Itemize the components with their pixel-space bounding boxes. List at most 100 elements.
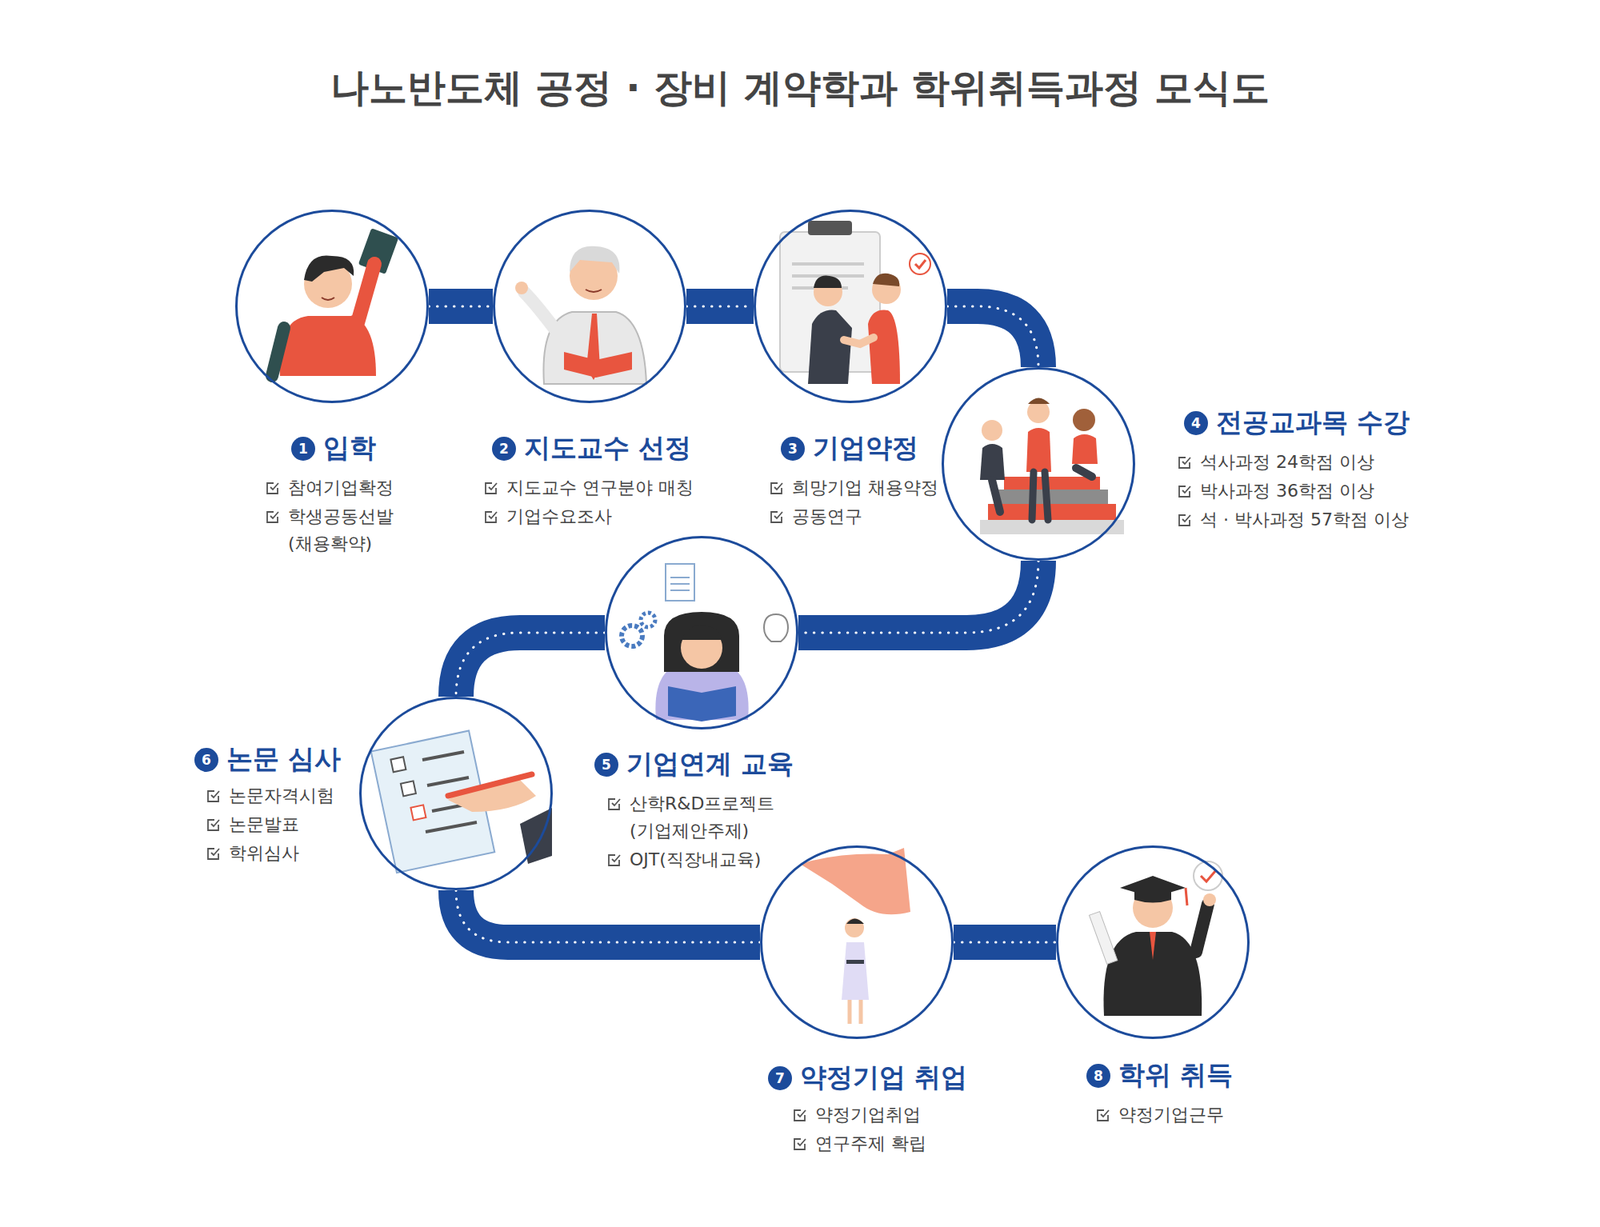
checkbox-icon — [1177, 455, 1192, 470]
check-item: 약정기업근무 — [1096, 1101, 1304, 1129]
step-title: 입학 — [323, 430, 376, 467]
step-items: 산학R&D프로젝트 (기업제안주제)OJT(직장내교육) — [607, 790, 780, 876]
check-item: 산학R&D프로젝트 (기업제안주제) — [607, 790, 780, 845]
step-title: 기업약정 — [812, 430, 919, 467]
check-item: 기업수요조사 — [484, 503, 748, 531]
step-items: 지도교수 연구분야 매칭기업수요조사 — [484, 474, 748, 532]
road-band — [947, 306, 1039, 368]
step-number: 8 — [1086, 1064, 1111, 1088]
exam-illustration — [371, 731, 552, 874]
road-band — [798, 560, 1039, 633]
check-item: 논문발표 — [206, 811, 399, 839]
step-title: 전공교과목 수강 — [1216, 404, 1411, 441]
step-number: 5 — [594, 752, 619, 777]
item-text: 학생공동선발 (채용확약) — [288, 503, 406, 558]
step-items: 약정기업취업연구주제 확립 — [792, 1101, 1001, 1160]
step-circle: 6논문 심사논문자격시험논문발표학위심사 — [359, 696, 553, 891]
check-item: 공동연구 — [769, 503, 1010, 531]
step-circle: 2지도교수 선정지도교수 연구분야 매칭기업수요조사 — [492, 209, 687, 404]
step-circle: 3기업약정희망기업 채용약정공동연구 — [753, 209, 948, 404]
step-number: 1 — [291, 436, 316, 461]
check-item: 박사과정 36학점 이상 — [1177, 477, 1450, 505]
step-circle: 7약정기업 취업약정기업취업연구주제 확립 — [760, 845, 954, 1040]
step-heading: 5 기업연계 교육 — [594, 746, 795, 783]
step-heading: 7 약정기업 취업 — [768, 1060, 968, 1096]
check-item: 지도교수 연구분야 매칭 — [484, 474, 748, 502]
item-text: 약정기업취업 — [815, 1101, 921, 1129]
road-connector — [428, 306, 493, 308]
step-number: 3 — [780, 436, 805, 461]
road-band — [456, 890, 760, 943]
road-dots — [798, 560, 1039, 633]
checkbox-icon — [206, 788, 221, 804]
step-heading: 1 입학 — [291, 430, 376, 467]
checkbox-icon — [1096, 1108, 1111, 1123]
step-number: 7 — [768, 1066, 792, 1091]
check-item: OJT(직장내교육) — [607, 846, 780, 874]
road-band — [428, 288, 493, 324]
step-items: 참여기업확정학생공동선발 (채용확약) — [265, 474, 406, 560]
step-circle: 4전공교과목 수강석사과정 24학점 이상박사과정 36학점 이상석 · 박사과… — [941, 367, 1136, 561]
study-illustration — [980, 398, 1124, 536]
checkbox-icon — [607, 852, 622, 868]
student-illustration — [272, 228, 399, 376]
checkbox-icon — [769, 480, 784, 496]
item-text: 석사과정 24학점 이상 — [1200, 448, 1375, 476]
road-dots — [456, 890, 760, 943]
road-connector — [686, 306, 754, 308]
checkbox-icon — [206, 817, 221, 832]
step-items: 약정기업근무 — [1096, 1101, 1304, 1131]
item-text: 기업수요조사 — [506, 503, 612, 531]
step-heading: 2 지도교수 선정 — [492, 430, 692, 467]
step-number: 4 — [1184, 411, 1208, 436]
check-item: 연구주제 확립 — [792, 1130, 1001, 1158]
step-items: 희망기업 채용약정공동연구 — [769, 474, 1010, 532]
professor-illustration — [515, 246, 647, 384]
step-number: 2 — [492, 436, 516, 461]
item-text: 학위심사 — [228, 840, 300, 868]
item-text: 박사과정 36학점 이상 — [1200, 477, 1375, 505]
checkbox-icon — [265, 480, 280, 496]
check-item: 참여기업확정 — [265, 474, 406, 502]
checkbox-icon — [1177, 484, 1192, 499]
road-dots — [456, 632, 605, 697]
road-dots — [428, 305, 493, 308]
step-circle: 5기업연계 교육산학R&D프로젝트 (기업제안주제)OJT(직장내교육) — [604, 536, 799, 730]
item-text: 논문발표 — [228, 811, 300, 839]
checkbox-icon — [484, 480, 499, 496]
road-dots — [686, 305, 754, 308]
checkbox-icon — [792, 1108, 808, 1123]
checkbox-icon — [206, 846, 221, 861]
checkbox-icon — [265, 509, 280, 524]
step-circle: 8학위 취득약정기업근무 — [1056, 845, 1250, 1040]
step-title: 약정기업 취업 — [800, 1060, 968, 1096]
road-band — [953, 924, 1056, 960]
road-connector — [953, 942, 1056, 944]
step-title: 기업연계 교육 — [626, 746, 795, 783]
step-title: 지도교수 선정 — [524, 430, 692, 467]
road-dots — [953, 941, 1056, 944]
step-title: 논문 심사 — [226, 741, 342, 778]
check-item: 논문자격시험 — [206, 782, 399, 810]
road-connector — [456, 632, 605, 697]
checkbox-icon — [607, 796, 622, 812]
checkbox-icon — [792, 1136, 808, 1152]
item-text: 지도교수 연구분야 매칭 — [506, 474, 694, 502]
item-text: 희망기업 채용약정 — [792, 474, 939, 502]
check-item: 희망기업 채용약정 — [769, 474, 1010, 502]
checkbox-icon — [484, 509, 499, 524]
step-circle: 1입학참여기업확정학생공동선발 (채용확약) — [235, 209, 429, 404]
item-text: 석 · 박사과정 57학점 이상 — [1200, 506, 1409, 534]
step-heading: 8학위 취득 — [1086, 1057, 1234, 1094]
road-dots — [947, 306, 1039, 368]
road-connector — [798, 560, 1039, 633]
employment-illustration — [800, 848, 911, 1024]
item-text: 산학R&D프로젝트 (기업제안주제) — [629, 790, 780, 845]
step-heading: 6논문 심사 — [194, 741, 342, 778]
step-heading: 3 기업약정 — [780, 430, 919, 467]
step-heading: 4 전공교과목 수강 — [1184, 404, 1411, 441]
road-connector — [947, 306, 1039, 368]
